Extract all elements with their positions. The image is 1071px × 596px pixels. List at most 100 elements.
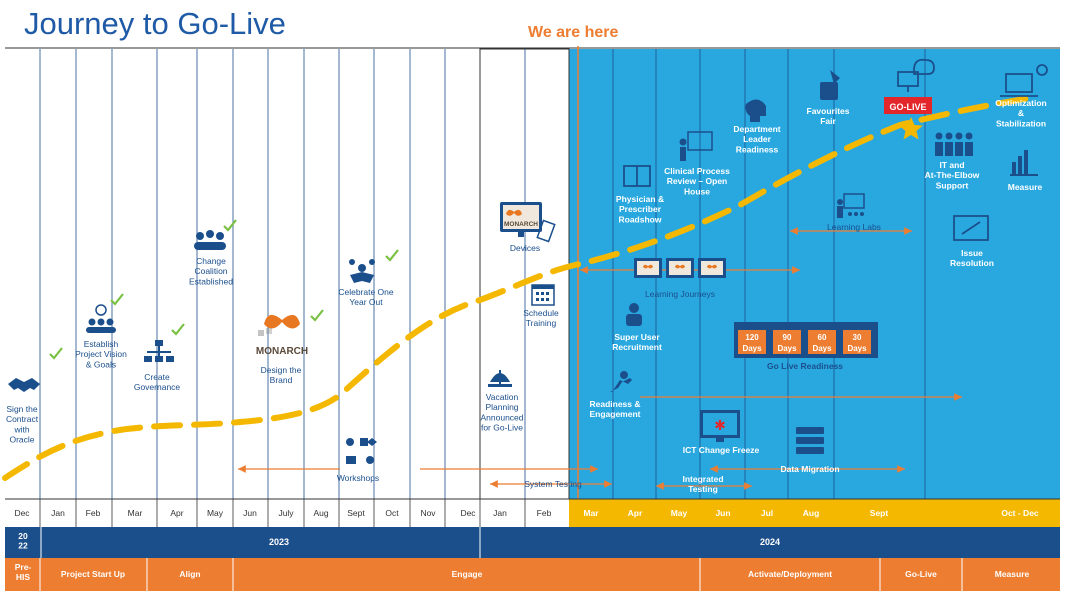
org-chart-icon (144, 340, 174, 362)
golive-badge (884, 97, 932, 114)
month-label: Feb (86, 508, 101, 518)
phase-label: Engage (452, 569, 483, 579)
cloud-computer-icon (897, 58, 935, 92)
month-label: Oct (385, 508, 399, 518)
countdown-value: 120 (745, 333, 759, 342)
team-icon (935, 132, 973, 156)
lightbulb-people-icon (86, 304, 116, 333)
label-system-testing: System Testing (524, 479, 582, 489)
countdown-box (773, 330, 801, 354)
month-label: Jul (761, 508, 773, 518)
month-label: May (671, 508, 688, 518)
runner-icon (610, 371, 632, 392)
countdown-box (843, 330, 871, 354)
journey-monitors (634, 258, 726, 278)
month-label: July (278, 508, 294, 518)
month-label: Nov (420, 508, 436, 518)
month-label: Sept (347, 508, 365, 518)
year-label: 2023 (269, 537, 289, 547)
month-label: Jun (243, 508, 257, 518)
label-golive-readiness: Go Live Readiness (767, 361, 843, 371)
laptop-idea-icon (1000, 64, 1048, 97)
shopping-bag-icon (820, 70, 840, 100)
month-label: Oct - Dec (1001, 508, 1039, 518)
group-icon (194, 230, 226, 250)
server-icon (796, 427, 824, 454)
journey-path (2, 95, 1033, 481)
month-label: Apr (628, 508, 643, 518)
beach-icon (488, 370, 512, 387)
month-label: Sept (870, 508, 889, 518)
bar-chart-icon (1010, 150, 1038, 176)
countdown-unit: Days (812, 344, 832, 353)
year-band (5, 527, 1060, 558)
brand-logo-text: MONARCH (256, 346, 308, 357)
star-icon (899, 117, 923, 140)
workflow-icon (346, 438, 377, 464)
month-label: Apr (170, 508, 183, 518)
month-label: Jan (493, 508, 507, 518)
handshake-icon (8, 378, 40, 392)
month-label: Aug (803, 508, 820, 518)
check-icons (49, 219, 399, 360)
year-label: 2024 (760, 537, 780, 547)
phase-label: Activate/Deployment (748, 569, 832, 579)
timeline-arrows (238, 227, 962, 490)
phase-label: Align (179, 569, 200, 579)
label-measure: Measure (1008, 182, 1043, 192)
phase-label: Go-Live (905, 569, 937, 579)
month-label: Dec (14, 508, 30, 518)
monitor-icon: MONARCH (500, 202, 556, 243)
countdown-value: 60 (818, 333, 827, 342)
month-label: Dec (460, 508, 476, 518)
head-gear-icon (745, 99, 766, 122)
month-label: Feb (537, 508, 552, 518)
month-label: May (207, 508, 224, 518)
label-data-migration: Data Migration (780, 464, 839, 474)
brand-logo: MONARCH (256, 314, 308, 357)
snowflake-monitor-icon: ✱ (700, 410, 740, 442)
svg-text:✱: ✱ (714, 417, 726, 433)
user-id-icon (626, 303, 642, 326)
page-title: Journey to Go-Live (24, 6, 286, 41)
celebration-icon (349, 259, 375, 283)
month-label: Aug (313, 508, 328, 518)
future-month-band (569, 499, 1060, 527)
label-optimization: Optimization&Stabilization (995, 98, 1046, 128)
phase-label: Pre-HIS (15, 562, 32, 582)
golive-badge-text: GO-LIVE (889, 102, 926, 112)
countdown-unit: Days (742, 344, 762, 353)
label-ict-freeze: ICT Change Freeze (683, 445, 760, 455)
month-label: Mar (583, 508, 599, 518)
month-label: Mar (128, 508, 143, 518)
phase-band (5, 558, 1060, 591)
countdown-box (738, 330, 766, 354)
we-are-here-label: We are here (528, 24, 619, 41)
book-icon (623, 165, 651, 187)
label-learning-labs: Learning Labs (827, 222, 881, 232)
calendar-icon (531, 284, 555, 306)
month-label: Jun (715, 508, 730, 518)
countdown-value: 90 (783, 333, 792, 342)
countdown-value: 30 (853, 333, 862, 342)
